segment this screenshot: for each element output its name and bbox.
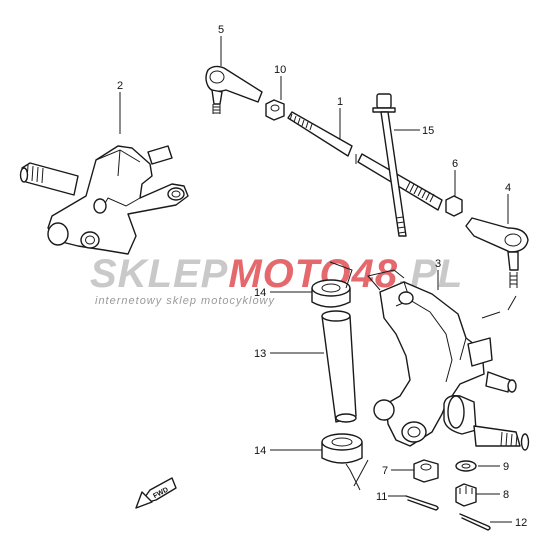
bushing-upper <box>311 279 351 308</box>
long-bolt <box>372 93 407 237</box>
tie-rod-end-upper <box>205 65 263 114</box>
fwd-arrow: FWD <box>135 477 177 509</box>
king-pin-sleeve <box>321 310 357 423</box>
cotter-pin-12 <box>459 513 491 531</box>
callout-9: 9 <box>503 461 509 473</box>
callout-8: 8 <box>503 489 509 501</box>
watermark-brand: SKLEPMOTO48.PL <box>90 252 463 296</box>
tie-rod <box>287 111 443 211</box>
callout-1: 1 <box>337 96 343 108</box>
watermark-tagline: internetowy sklep motocyklowy <box>95 295 276 307</box>
callout-3: 3 <box>435 258 441 270</box>
callout-13: 13 <box>254 348 266 360</box>
callout-5: 5 <box>218 24 224 36</box>
callout-14-lower: 14 <box>254 445 266 457</box>
callout-14-upper: 14 <box>254 287 266 299</box>
castle-nut-7 <box>413 459 439 483</box>
nut-6 <box>445 195 463 217</box>
callout-12: 12 <box>515 517 527 529</box>
callout-6: 6 <box>452 158 458 170</box>
callout-numbers: 2 5 10 1 15 6 4 3 14 13 14 7 9 8 11 12 <box>117 24 527 529</box>
castle-nut-8 <box>455 483 477 507</box>
steering-knuckle-right <box>373 281 530 451</box>
callout-2: 2 <box>117 80 123 92</box>
callout-11: 11 <box>376 491 387 503</box>
nut-10 <box>265 99 285 121</box>
callout-4: 4 <box>505 182 511 194</box>
callout-15: 15 <box>422 125 434 137</box>
watermark-brand-sklep: SKLEP <box>90 252 228 296</box>
callout-10: 10 <box>274 64 286 76</box>
bushing-lower <box>321 433 363 464</box>
steering-knuckle-left <box>19 145 189 255</box>
washer-9 <box>455 460 477 472</box>
callout-7: 7 <box>382 465 388 477</box>
leader-lines <box>119 36 517 523</box>
watermark: SKLEPMOTO48.PL internetowy sklep motocyk… <box>90 252 463 307</box>
cotter-pin-11 <box>405 495 439 511</box>
tie-rod-end-right <box>465 217 529 288</box>
